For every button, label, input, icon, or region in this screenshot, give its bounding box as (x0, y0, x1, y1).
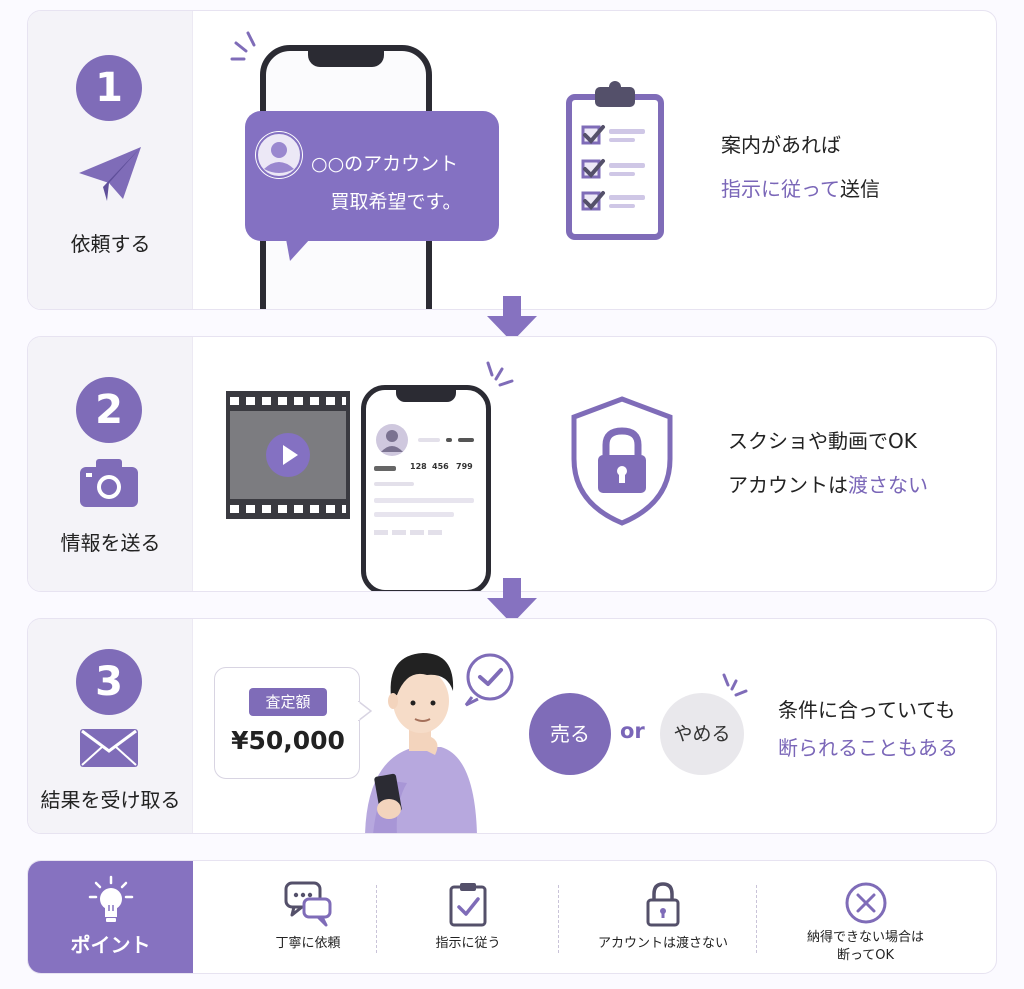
film-holes-top (230, 397, 346, 405)
point-item-ok-to-decline: 納得できない場合は 断ってOK (773, 861, 958, 973)
point-item-text: 納得できない場合は 断ってOK (807, 929, 924, 965)
play-button-icon (266, 433, 310, 477)
bubble-tail (286, 239, 310, 261)
step-number-3: 3 (76, 649, 142, 715)
phone-notch (308, 51, 384, 67)
profile-id-placeholder (374, 466, 396, 471)
profile-name-placeholder-3 (458, 438, 474, 442)
video-film-strip (226, 391, 350, 519)
attention-rays-icon (722, 673, 748, 697)
step-1-caption-highlight: 指示に従って (721, 177, 840, 201)
step-3-caption: 条件に合っていても 断られることもある (778, 691, 958, 767)
check-thought-bubble-icon (464, 653, 514, 707)
appraisal-value: ¥50,000 (231, 726, 345, 755)
bubble-line-2: 買取希望です。 (330, 191, 462, 213)
step-label-3: 結果を受け取る (40, 788, 181, 812)
profile-line (374, 482, 414, 486)
film-holes-bottom (230, 505, 346, 513)
profile-name-placeholder-2 (446, 438, 452, 442)
step-label-1: 依頼する (70, 232, 151, 256)
camera-icon (80, 459, 138, 507)
step-1-caption-line-1: 案内があれば (721, 133, 841, 157)
step-2-caption-highlight: 渡さない (848, 473, 928, 497)
point-item-text-line-2: 断ってOK (836, 948, 895, 963)
shield-lock-icon (571, 396, 673, 526)
step-card-2: 2 情報を送る 128 456 799 (27, 336, 997, 592)
profile-stat-2: 456 (432, 462, 449, 471)
person-thinking-illustration (365, 653, 477, 833)
cancel-option: やめる (660, 693, 744, 775)
point-panel: ポイント (28, 861, 193, 973)
attention-rays-icon (230, 31, 256, 61)
request-message-bubble: ○○のアカウント 買取希望です。 (245, 111, 499, 241)
appraisal-card: 査定額 ¥50,000 (214, 667, 360, 779)
profile-avatar (376, 424, 408, 456)
step-2-caption: スクショや動画でOK アカウントは渡さない (728, 419, 928, 507)
step-3-caption-line-1: 条件に合っていても (778, 698, 956, 722)
down-arrow-icon (487, 578, 537, 624)
point-summary-bar: ポイント 丁寧に依頼 指示に従う アカウントは渡さない (27, 860, 997, 974)
step-1-caption-rest: 送信 (840, 177, 880, 201)
point-item-text: 指示に従う (435, 936, 501, 951)
point-item-text: 丁寧に依頼 (275, 936, 341, 951)
step-1-caption: 案内があれば 指示に従って送信 (721, 123, 880, 211)
appraisal-card-tail (358, 701, 372, 721)
step-1-panel: 1 依頼する (28, 11, 193, 309)
appraisal-label-badge: 査定額 (249, 688, 327, 716)
lock-icon (646, 882, 680, 927)
divider (376, 885, 377, 953)
profile-name-placeholder (418, 438, 440, 442)
step-card-3: 3 結果を受け取る 査定額 ¥50,000 (27, 618, 997, 834)
attention-rays-icon (486, 361, 514, 387)
phone-profile-screen: 128 456 799 (361, 385, 491, 591)
step-number-1: 1 (76, 55, 142, 121)
clipboard-check-icon (449, 883, 487, 927)
point-title: ポイント (70, 933, 151, 957)
avatar (255, 131, 303, 179)
step-2-caption-rest: アカウントは (728, 473, 848, 497)
divider (756, 885, 757, 953)
step-1-caption-line-2: 指示に従って送信 (721, 167, 880, 211)
lightbulb-icon (88, 875, 134, 922)
envelope-icon (80, 729, 138, 767)
step-2-caption-line-2: アカウントは渡さない (728, 463, 928, 507)
point-item-text: アカウントは渡さない (597, 936, 728, 951)
profile-line (374, 498, 474, 503)
profile-line (374, 530, 444, 535)
paper-plane-icon (79, 147, 141, 201)
profile-stat-1: 128 (410, 462, 427, 471)
profile-stat-3: 799 (456, 462, 473, 471)
point-item-follow-instructions: 指示に従う (383, 861, 553, 973)
user-avatar-icon (256, 132, 302, 178)
step-label-2: 情報を送る (60, 531, 161, 555)
sell-option: 売る (529, 693, 611, 775)
bubble-line-1: ○○のアカウント (311, 153, 459, 175)
profile-line (374, 512, 454, 517)
phone-notch (396, 390, 456, 402)
user-avatar-icon (381, 430, 403, 452)
clipboard-checklist-icon (566, 81, 664, 240)
step-card-1: 1 依頼する ○○のアカウント 買取希望です。 (27, 10, 997, 310)
step-3-caption-highlight: 断られることもある (778, 736, 958, 760)
step-2-caption-line-1: スクショや動画でOK (728, 429, 917, 453)
or-label: or (620, 719, 645, 743)
down-arrow-icon (487, 296, 537, 342)
step-3-panel: 3 結果を受け取る (28, 619, 193, 833)
point-item-polite-request: 丁寧に依頼 (218, 861, 398, 973)
divider (558, 885, 559, 953)
step-2-panel: 2 情報を送る (28, 337, 193, 591)
point-item-keep-account: アカウントは渡さない (563, 861, 763, 973)
chat-bubbles-icon (284, 881, 332, 927)
point-item-text-line-1: 納得できない場合は (806, 930, 924, 945)
step-number-2: 2 (76, 377, 142, 443)
close-circle-icon (845, 882, 886, 924)
